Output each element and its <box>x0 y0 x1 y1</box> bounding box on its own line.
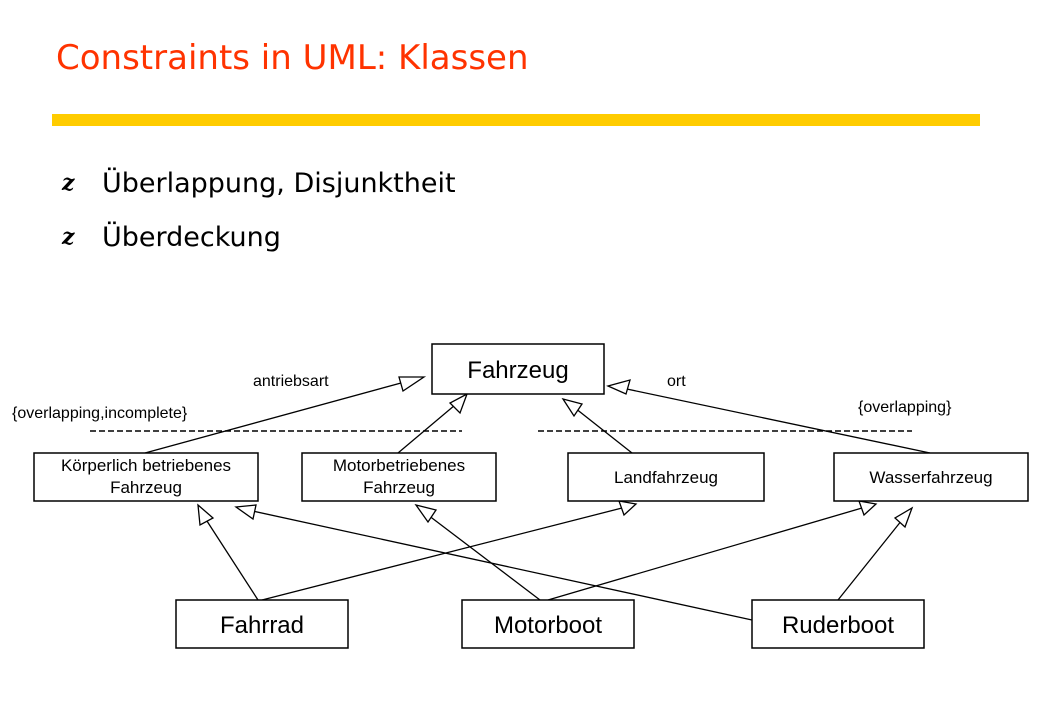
class-name: Fahrzeug <box>467 357 568 384</box>
class-name-line: Fahrzeug <box>363 478 435 497</box>
uml-class-diagram: antriebsart {overlapping,incomplete} ort… <box>12 343 1029 649</box>
title-rule <box>52 114 980 126</box>
arrowhead-icon <box>197 503 215 527</box>
discriminator-antriebsart: antriebsart <box>253 373 329 390</box>
arrowhead-icon <box>893 506 914 529</box>
class-motorbetriebenes-fahrzeug: Motorbetriebenes Fahrzeug <box>301 452 497 502</box>
generalization-edges-leaves <box>197 500 914 621</box>
class-name: Landfahrzeug <box>614 468 718 487</box>
class-wasserfahrzeug: Wasserfahrzeug <box>833 452 1029 502</box>
class-ruderboot: Ruderboot <box>751 599 925 649</box>
edge-wasserfahrzeug-fahrzeug <box>621 387 931 454</box>
edge-fahrrad-koerperlich <box>204 517 259 601</box>
class-landfahrzeug: Landfahrzeug <box>567 452 765 502</box>
arrowhead-icon <box>606 379 631 395</box>
class-name-line: Motorbetriebenes <box>333 456 465 475</box>
constraint-overlapping-incomplete: {overlapping,incomplete} <box>12 405 188 422</box>
arrowhead-icon <box>398 376 427 393</box>
bullet-item: z Überlappung, Disjunktheit <box>62 156 456 210</box>
discriminator-ort: ort <box>667 373 686 390</box>
class-motorboot: Motorboot <box>461 599 635 649</box>
arrowhead-icon <box>448 392 469 415</box>
slide-title: Constraints in UML: Klassen <box>56 38 529 78</box>
class-fahrzeug: Fahrzeug <box>431 343 605 395</box>
class-name: Motorboot <box>494 612 602 639</box>
arrowhead-icon <box>561 397 584 418</box>
edge-ruderboot-koerperlich <box>247 509 753 621</box>
bullet-z-icon: z <box>62 224 75 250</box>
arrowhead-icon <box>618 500 638 517</box>
arrowhead-icon <box>414 503 438 524</box>
edge-fahrrad-landfahrzeug <box>261 507 623 601</box>
class-fahrrad: Fahrrad <box>175 599 349 649</box>
class-name: Wasserfahrzeug <box>869 468 992 487</box>
class-name: Ruderboot <box>782 612 894 639</box>
edge-ruderboot-wasserfahrzeug <box>837 519 903 601</box>
arrowhead-icon <box>234 504 257 521</box>
constraint-overlapping: {overlapping} <box>858 399 952 416</box>
edge-motorboot-motorbetrieben <box>427 514 541 601</box>
bullet-text: Überlappung, Disjunktheit <box>102 167 456 199</box>
bullet-item: z Überdeckung <box>62 210 456 264</box>
class-name-line: Fahrzeug <box>110 478 182 497</box>
arrowhead-icon <box>858 500 878 517</box>
edge-koerperlich-fahrzeug <box>144 379 413 454</box>
bullet-text: Überdeckung <box>102 221 281 253</box>
edge-motorboot-wasserfahrzeug <box>547 507 863 601</box>
class-koerperlich-betriebenes-fahrzeug: Körperlich betriebenes Fahrzeug <box>33 452 259 502</box>
edge-motorbetrieben-fahrzeug <box>397 404 456 454</box>
generalization-edges-root <box>144 376 931 454</box>
class-name: Fahrrad <box>220 612 304 639</box>
bullet-z-icon: z <box>62 170 75 196</box>
class-name-line: Körperlich betriebenes <box>61 456 231 475</box>
bullet-list: z Überlappung, Disjunktheit z Überdeckun… <box>62 156 456 264</box>
